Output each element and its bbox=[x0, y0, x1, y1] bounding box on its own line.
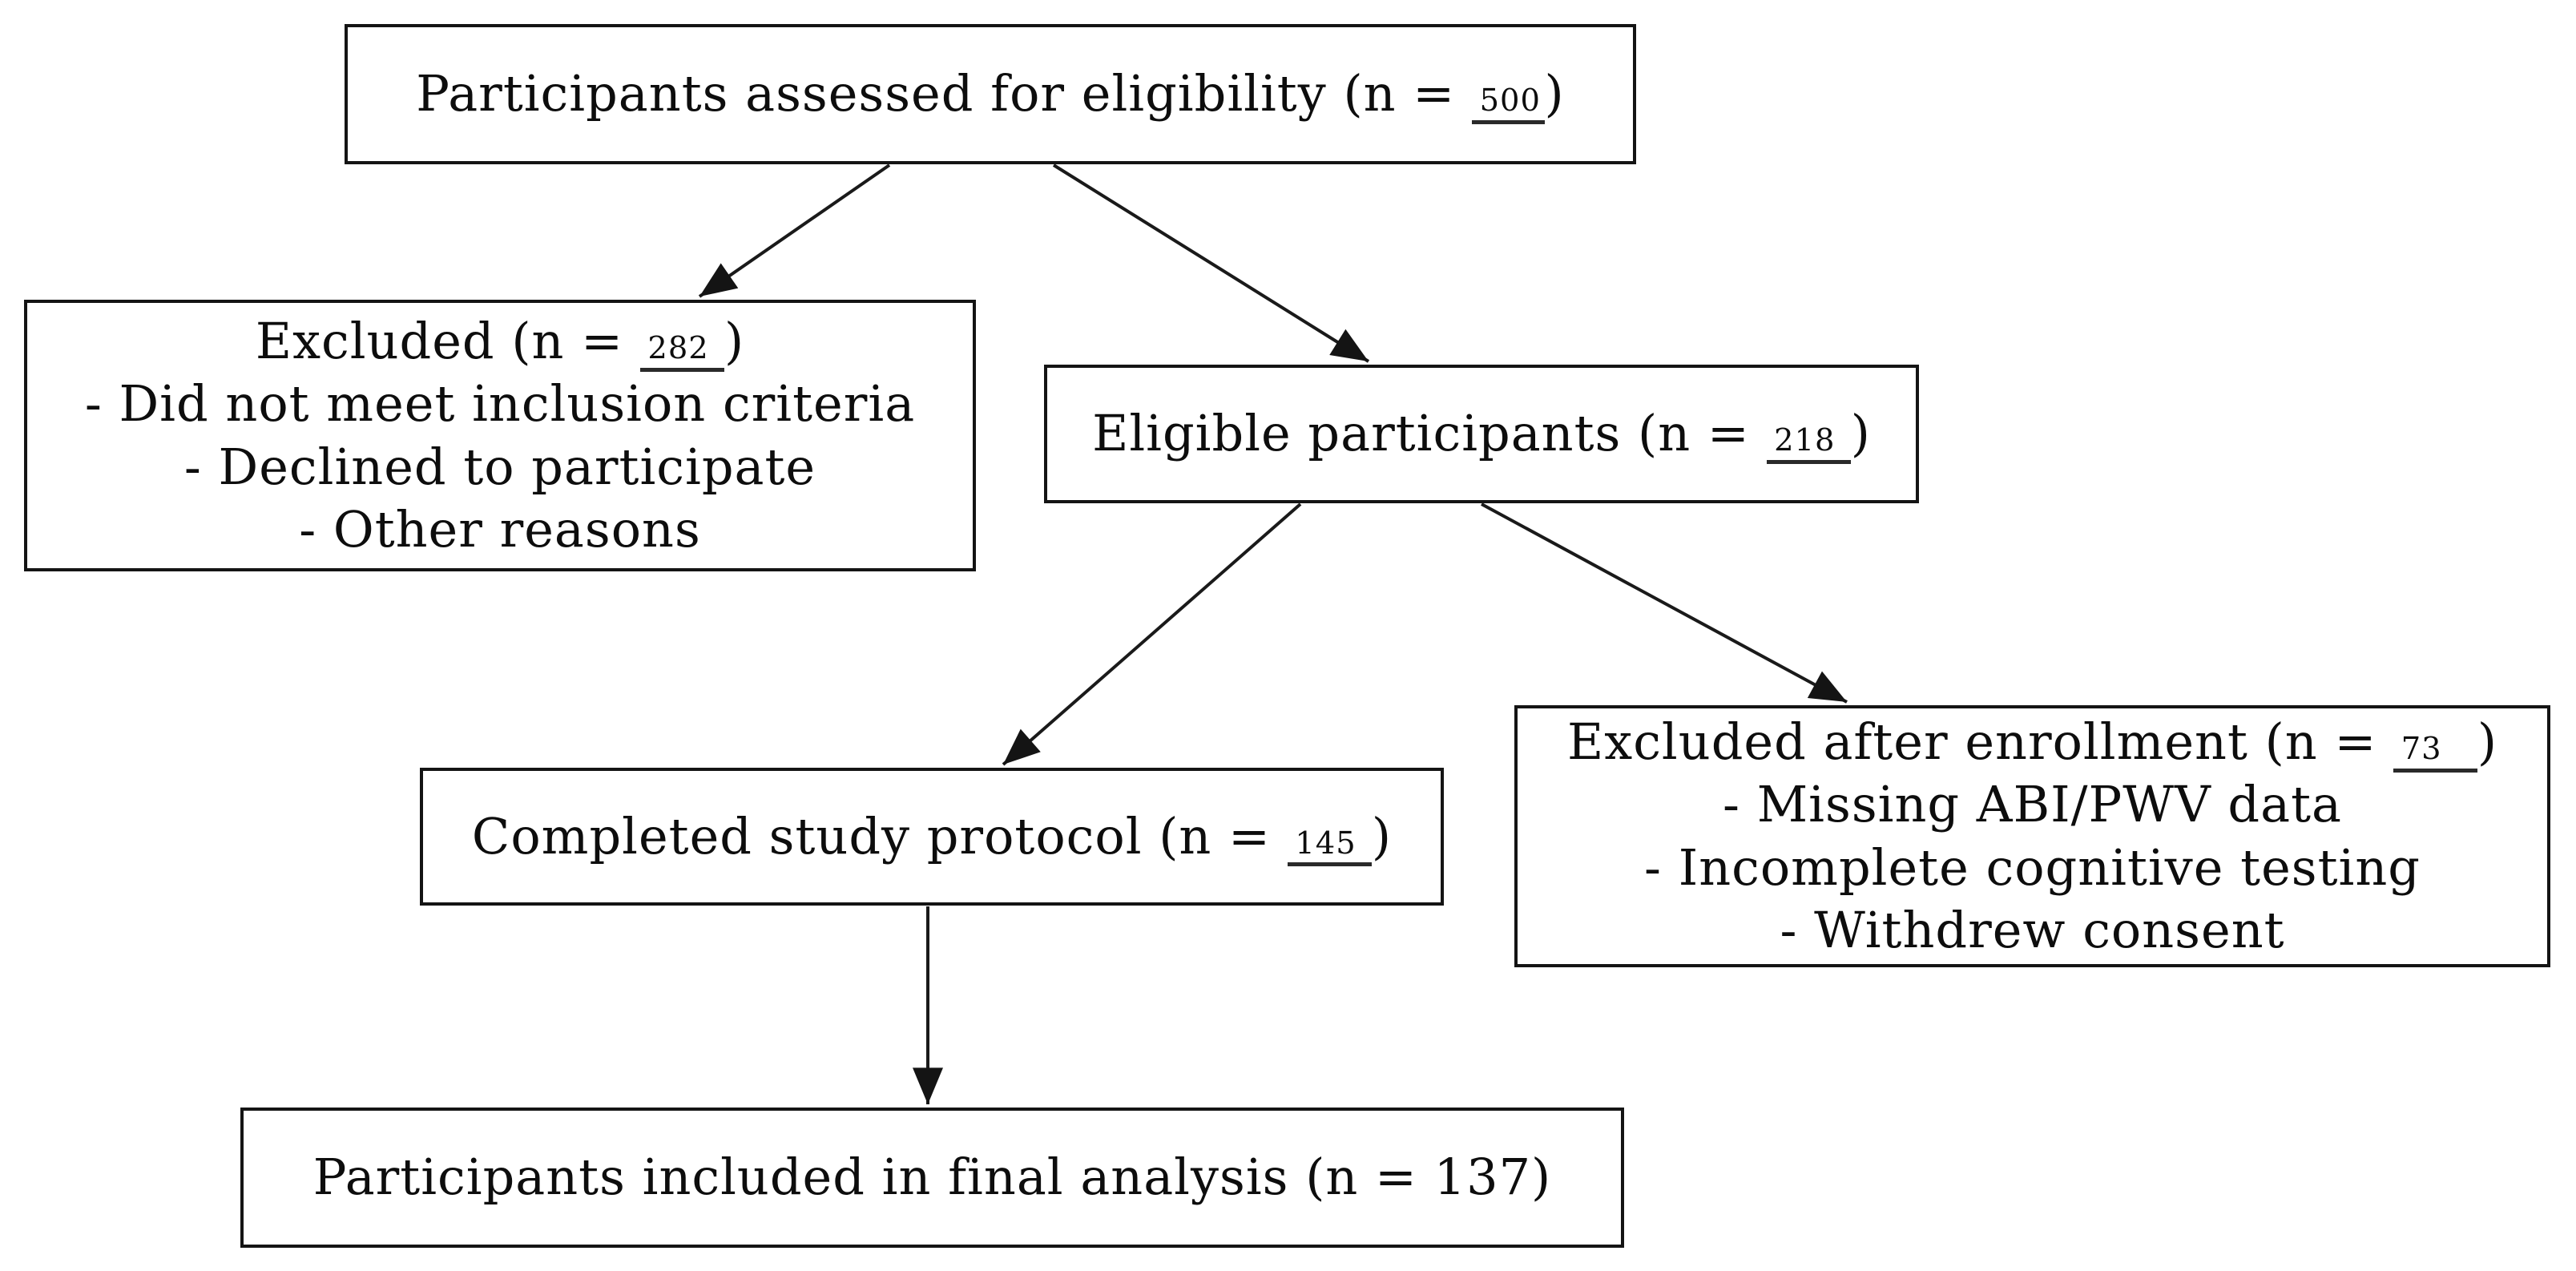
excluded-post-prefix: Excluded after enrollment (n = bbox=[1566, 712, 2394, 772]
excluded-pre-bullet-3: - Other reasons bbox=[299, 499, 701, 559]
arrow-eligible-to-completed bbox=[1002, 502, 1302, 766]
excluded-pre-bullet-1: - Did not meet inclusion criteria bbox=[84, 374, 916, 434]
box-completed-study-protocol: Completed study protocol (n = 145) bbox=[420, 768, 1444, 906]
final-text-line: Participants included in final analysis … bbox=[312, 1148, 1552, 1207]
excluded-pre-n-blank: 282 bbox=[639, 333, 724, 372]
assessed-prefix: Participants assessed for eligibility (n… bbox=[416, 64, 1472, 123]
arrow-assessed-to-eligible bbox=[1052, 163, 1370, 363]
box-excluded-before-enrollment: Excluded (n = 282) - Did not meet inclus… bbox=[24, 300, 976, 571]
excluded-post-bullet-3: - Withdrew consent bbox=[1780, 900, 2285, 959]
assessed-text-line: Participants assessed for eligibility (n… bbox=[416, 63, 1564, 125]
box-eligible-participants: Eligible participants (n = 218) bbox=[1044, 365, 1919, 503]
assessed-n-blank: 500 bbox=[1471, 86, 1545, 124]
excluded-post-title-line: Excluded after enrollment (n = 73) bbox=[1567, 711, 2497, 773]
box-assessed-for-eligibility: Participants assessed for eligibility (n… bbox=[345, 24, 1636, 164]
excluded-pre-title-line: Excluded (n = 282) bbox=[256, 310, 744, 373]
excluded-post-bullet-2: - Incomplete cognitive testing bbox=[1644, 837, 2421, 897]
completed-suffix: ) bbox=[1371, 806, 1393, 865]
assessed-suffix: ) bbox=[1544, 64, 1565, 123]
excluded-pre-prefix: Excluded (n = bbox=[255, 312, 640, 371]
arrow-assessed-to-excluded bbox=[698, 163, 891, 298]
eligible-suffix: ) bbox=[1850, 404, 1871, 463]
completed-prefix: Completed study protocol (n = bbox=[471, 806, 1288, 865]
excluded-pre-suffix: ) bbox=[724, 312, 745, 371]
arrow-eligible-to-excluded-post bbox=[1481, 502, 1848, 704]
completed-n-blank: 145 bbox=[1287, 828, 1372, 867]
excluded-post-n-blank: 73 bbox=[2393, 733, 2477, 773]
excluded-post-suffix: ) bbox=[2477, 712, 2498, 772]
eligible-prefix: Eligible participants (n = bbox=[1092, 404, 1767, 463]
excluded-pre-bullet-2: - Declined to participate bbox=[183, 437, 816, 496]
box-excluded-after-enrollment: Excluded after enrollment (n = 73) - Mis… bbox=[1514, 705, 2550, 967]
box-included-final-analysis: Participants included in final analysis … bbox=[240, 1108, 1624, 1248]
completed-text-line: Completed study protocol (n = 145) bbox=[472, 805, 1392, 868]
eligible-text-line: Eligible participants (n = 218) bbox=[1092, 402, 1871, 465]
excluded-post-bullet-1: - Missing ABI/PWV data bbox=[1723, 775, 2342, 834]
eligible-n-blank: 218 bbox=[1766, 426, 1851, 464]
